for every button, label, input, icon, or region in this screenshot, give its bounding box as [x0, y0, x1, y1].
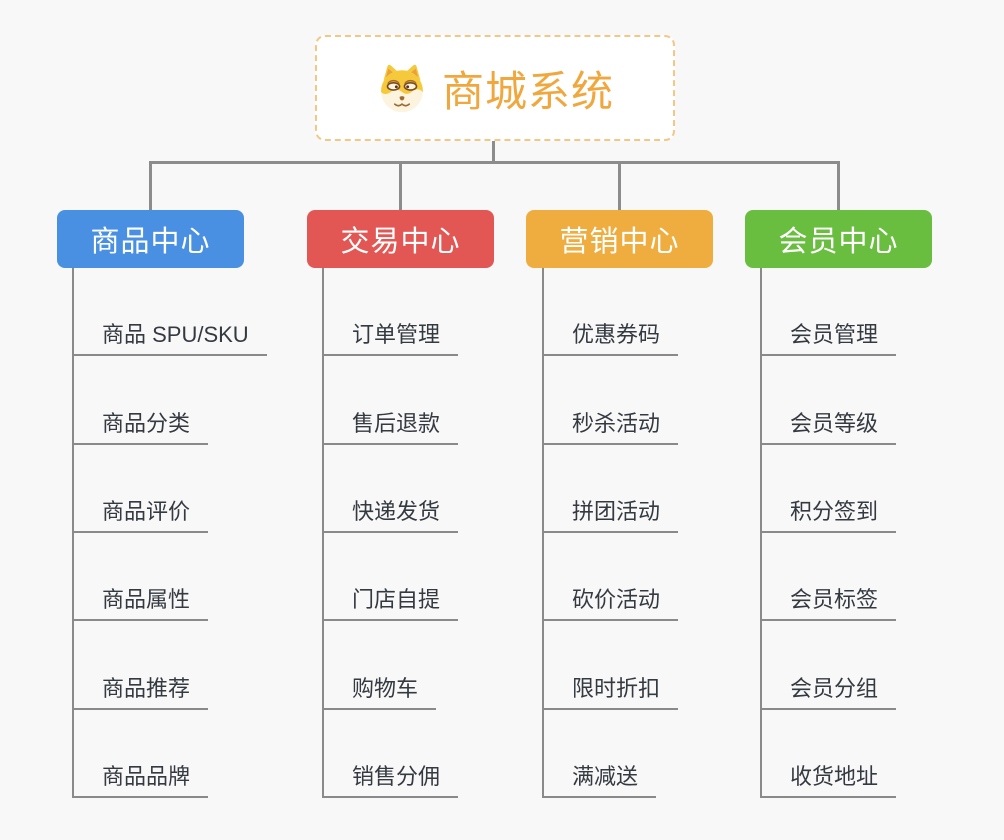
branch-children-products: 商品 SPU/SKU 商品分类 商品评价 商品属性 商品推荐 商品品牌 [72, 268, 267, 798]
mindmap-node[interactable]: 购物车 [322, 621, 437, 710]
mindmap-node[interactable]: 门店自提 [322, 533, 459, 622]
mindmap-node[interactable]: 售后退款 [322, 356, 459, 445]
trunk-products [72, 268, 74, 798]
mindmap-node[interactable]: 订单管理 [322, 268, 459, 357]
mindmap-node[interactable]: 销售分佣 [322, 710, 459, 798]
branch-children-marketing: 优惠券码 秒杀活动 拼团活动 砍价活动 限时折扣 满减送 [542, 268, 679, 798]
mindmap-node[interactable]: 收货地址 [760, 710, 897, 798]
trunk-trade [322, 268, 324, 798]
mindmap-node[interactable]: 商品属性 [72, 533, 209, 622]
mindmap-node[interactable]: 优惠券码 [542, 268, 679, 357]
branch-header-marketing[interactable]: 营销中心 [526, 210, 713, 268]
doge-face-icon [381, 64, 423, 113]
branch-children-trade: 订单管理 售后退款 快递发货 门店自提 购物车 销售分佣 [322, 268, 459, 798]
connector-bus [149, 161, 840, 164]
root-node[interactable]: 商城系统 [315, 35, 675, 141]
mindmap-node[interactable]: 商品品牌 [72, 710, 209, 798]
mindmap-node[interactable]: 会员标签 [760, 533, 897, 622]
branch-header-trade[interactable]: 交易中心 [307, 210, 494, 268]
mindmap-node[interactable]: 会员管理 [760, 268, 897, 357]
mindmap-node[interactable]: 拼团活动 [542, 445, 679, 533]
mindmap-node[interactable]: 积分签到 [760, 445, 897, 533]
connector-drop-trade [399, 161, 402, 211]
trunk-marketing [542, 268, 544, 798]
root-title: 商城系统 [441, 67, 614, 115]
mindmap-node[interactable]: 会员分组 [760, 621, 897, 710]
mindmap-node[interactable]: 秒杀活动 [542, 356, 679, 445]
mindmap-node[interactable]: 满减送 [542, 710, 657, 798]
mindmap-node[interactable]: 商品分类 [72, 356, 209, 445]
mindmap-node[interactable]: 商品 SPU/SKU [72, 268, 267, 357]
mindmap-node[interactable]: 会员等级 [760, 356, 897, 445]
mindmap-node[interactable]: 限时折扣 [542, 621, 679, 710]
mindmap-node[interactable]: 快递发货 [322, 445, 459, 533]
connector-root-drop [492, 139, 495, 163]
branch-header-products[interactable]: 商品中心 [57, 210, 244, 268]
mindmap-node[interactable]: 砍价活动 [542, 533, 679, 622]
connector-drop-marketing [618, 161, 621, 211]
connector-drop-members [837, 161, 840, 211]
mindmap-node[interactable]: 商品推荐 [72, 621, 209, 710]
branch-children-members: 会员管理 会员等级 积分签到 会员标签 会员分组 收货地址 [760, 268, 897, 798]
trunk-members [760, 268, 762, 798]
connector-drop-products [149, 161, 152, 211]
mindmap-node[interactable]: 商品评价 [72, 445, 209, 533]
branch-header-members[interactable]: 会员中心 [745, 210, 932, 268]
